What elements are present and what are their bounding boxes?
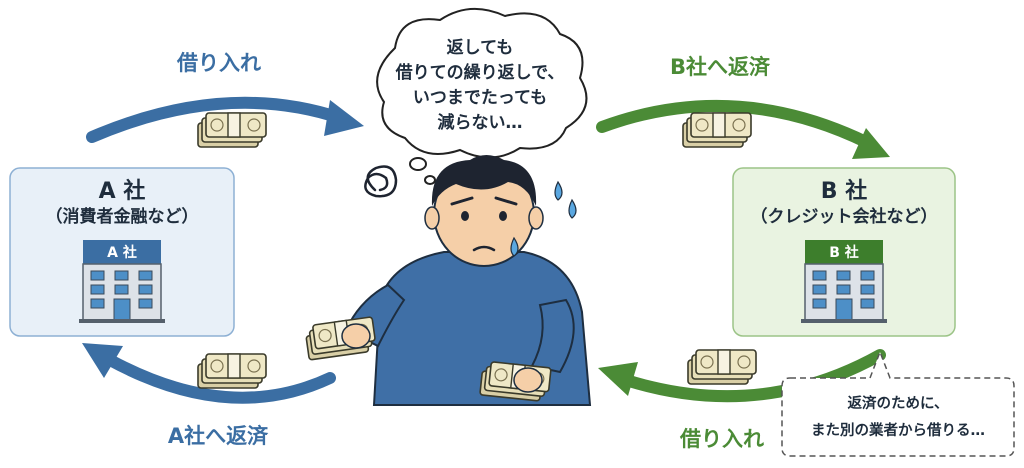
company-b-sign: B 社 <box>829 244 859 261</box>
label-borrow-bottom-right: 借り入れ <box>679 427 764 451</box>
company-a-subtitle: （消費者金融など） <box>46 206 199 227</box>
money-bundle-icon <box>197 353 267 389</box>
company-a-card: A 社 （消費者金融など） A 社 <box>9 167 235 337</box>
note-line-2: また別の業者から借りる… <box>811 421 985 439</box>
company-b-title: B 社 <box>821 178 867 204</box>
money-bundle-icon <box>197 112 267 148</box>
money-bundle-icon <box>682 112 752 148</box>
note-line-1: 返済のために、 <box>847 394 948 412</box>
money-bundle-icon <box>687 349 757 385</box>
label-repay-a: A社へ返済 <box>168 424 269 448</box>
label-borrow-top-left: 借り入れ <box>176 51 261 75</box>
bubble-line-2: 借りての繰り返しで、 <box>395 62 565 83</box>
sweat-drop-icon <box>510 180 577 257</box>
worried-man <box>303 155 592 406</box>
arrow-bottom-left <box>82 343 336 404</box>
label-repay-b: B社へ返済 <box>670 55 771 79</box>
bubble-line-3: いつまでたっても <box>413 88 547 108</box>
company-b-card: B 社 （クレジット会社など） B 社 <box>732 167 956 337</box>
company-a-sign: A 社 <box>107 244 137 261</box>
thought-bubble: 返しても 借りての繰り返しで、 いつまでたっても 減らない… <box>376 7 588 185</box>
company-a-title: A 社 <box>99 178 146 204</box>
arrow-top-right <box>596 99 890 159</box>
bubble-line-4: 減らない… <box>438 112 523 133</box>
arrow-top-left <box>86 96 364 143</box>
bubble-line-1: 返しても <box>447 38 514 58</box>
arrow-bottom-right <box>598 349 886 403</box>
note-callout: 返済のために、 また別の業者から借りる… <box>781 349 1015 457</box>
scribble-icon <box>364 165 398 198</box>
company-b-subtitle: （クレジット会社など） <box>751 206 938 227</box>
